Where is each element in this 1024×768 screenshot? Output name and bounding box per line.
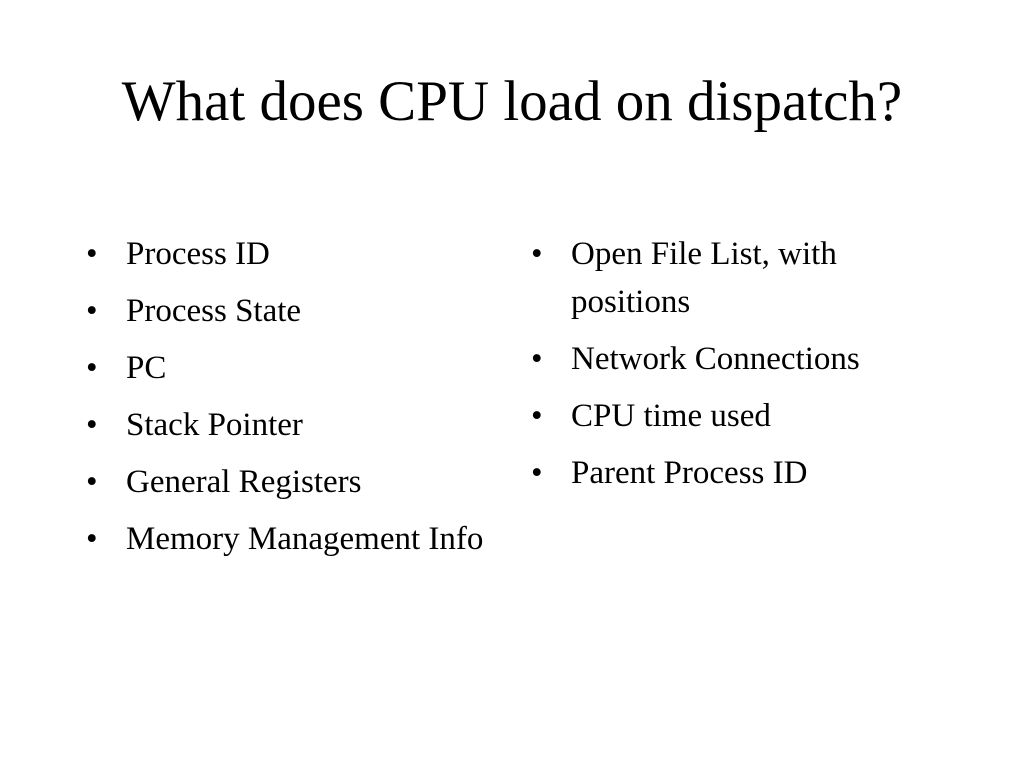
bullet-text: CPU time used	[571, 398, 771, 434]
bullet-item: • Memory Management Info	[86, 515, 496, 563]
bullet-icon: •	[86, 521, 98, 557]
bullet-icon: •	[86, 293, 98, 329]
left-bullet-list: • Process ID • Process State • PC • Stac…	[86, 230, 496, 572]
bullet-text: General Registers	[126, 464, 362, 500]
bullet-text: Process ID	[126, 236, 270, 272]
bullet-icon: •	[531, 341, 543, 377]
slide-title: What does CPU load on dispatch?	[121, 70, 903, 133]
bullet-icon: •	[531, 455, 543, 491]
bullet-text: Memory Management Info	[126, 521, 484, 557]
bullet-text: Network Connections	[571, 341, 860, 377]
bullet-item: • Process State	[86, 287, 496, 335]
bullet-text: Stack Pointer	[126, 407, 303, 443]
bullet-item: • Open File List, with positions	[531, 230, 951, 326]
bullet-icon: •	[86, 350, 98, 386]
bullet-text: Parent Process ID	[571, 455, 808, 491]
bullet-item: • CPU time used	[531, 392, 951, 440]
bullet-item: • Stack Pointer	[86, 401, 496, 449]
bullet-text: PC	[126, 350, 167, 386]
bullet-item: • Network Connections	[531, 335, 951, 383]
bullet-item: • Parent Process ID	[531, 449, 951, 497]
bullet-item: • Process ID	[86, 230, 496, 278]
bullet-icon: •	[531, 236, 543, 272]
bullet-icon: •	[86, 464, 98, 500]
bullet-item: • General Registers	[86, 458, 496, 506]
bullet-icon: •	[86, 407, 98, 443]
bullet-icon: •	[86, 236, 98, 272]
bullet-item: • PC	[86, 344, 496, 392]
bullet-icon: •	[531, 398, 543, 434]
bullet-text: Open File List, with positions	[571, 236, 837, 320]
bullet-text: Process State	[126, 293, 302, 329]
right-bullet-list: • Open File List, with positions • Netwo…	[531, 230, 951, 506]
